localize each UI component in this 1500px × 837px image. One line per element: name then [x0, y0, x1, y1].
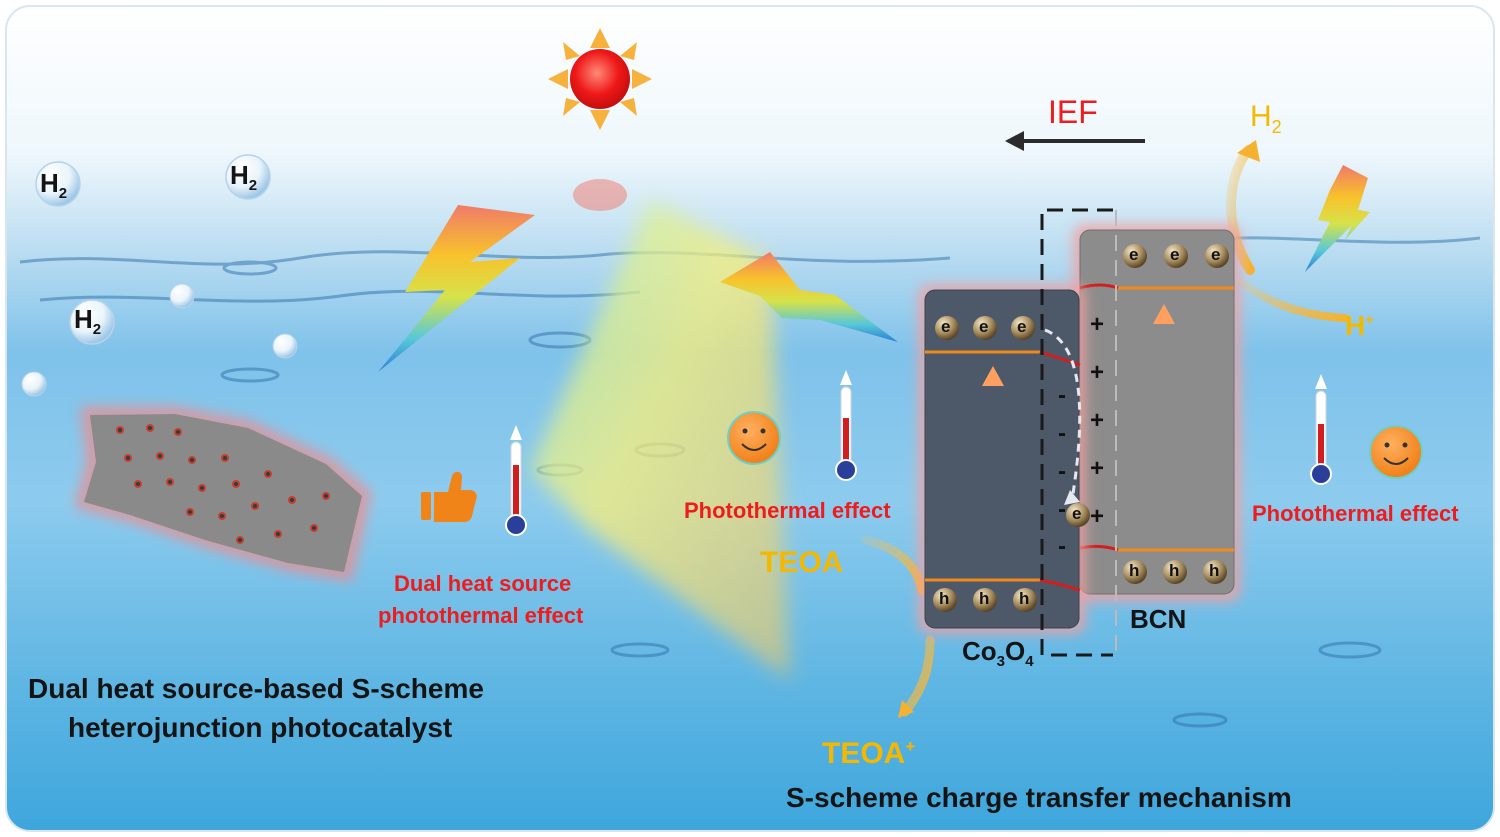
- thumbs-up-icon: [421, 471, 477, 522]
- ief-label: IEF: [1048, 94, 1098, 130]
- lightning-icon: [720, 252, 898, 342]
- plus-charge: +: [1090, 455, 1105, 482]
- h-plus-label: H+: [1345, 310, 1374, 341]
- minus-charge: -: [1058, 496, 1066, 523]
- co3o4-holes: [933, 588, 1037, 612]
- h2-bubble-icon: [35, 161, 81, 207]
- h2-bubble-label: H2: [74, 304, 102, 339]
- left-title-line-1: Dual heat source-based S-scheme: [28, 673, 484, 704]
- plus-charge: +: [1090, 503, 1105, 530]
- small-bubble: [272, 333, 298, 359]
- thermometer-icon: [505, 425, 527, 536]
- minus-charge: -: [1058, 533, 1066, 560]
- bcn-label: BCN: [1130, 604, 1187, 634]
- h2-bubble-label: H2: [230, 160, 258, 195]
- electron-label: e: [1129, 245, 1139, 264]
- light-beam: [530, 200, 790, 680]
- right-title: S-scheme charge transfer mechanism: [786, 782, 1292, 813]
- teoa-plus-arrow: [900, 635, 935, 717]
- plus-charge: +: [1090, 311, 1105, 338]
- h2-bubble-icon: [225, 154, 271, 200]
- interface-dashed-line: [1040, 208, 1113, 657]
- photothermal-effect-right: Photothermal effect: [1252, 501, 1459, 526]
- hole-label: h: [1129, 561, 1140, 580]
- plus-charge: +: [1090, 359, 1105, 386]
- h2-bubble-icon: [69, 299, 115, 345]
- photocatalyst-sheet-icon: [74, 406, 372, 582]
- teoa-plus-label: TEOA+: [822, 737, 916, 770]
- electron-label: e: [1072, 504, 1082, 523]
- sun-icon: [548, 28, 652, 211]
- photothermal-effect-middle: Photothermal effect: [684, 498, 891, 523]
- recombination-arrow: [1044, 328, 1082, 501]
- sun-reflection: [573, 179, 627, 211]
- plus-charge: +: [1090, 407, 1105, 434]
- dual-heat-source-label-2: photothermal effect: [378, 603, 584, 628]
- small-bubble: [21, 371, 47, 397]
- co3o4-electrons: [935, 316, 1090, 527]
- electron-label: e: [941, 317, 951, 336]
- hole-label: h: [1019, 589, 1030, 608]
- h2-bubble-label: H2: [40, 168, 68, 203]
- small-bubble: [169, 283, 195, 309]
- h2-product-label: H2: [1250, 100, 1282, 137]
- hole-label: h: [939, 589, 950, 608]
- h-plus-arrow: [1238, 278, 1349, 322]
- bcn-holes: [1123, 560, 1227, 584]
- dual-heat-source-label-1: Dual heat source: [394, 571, 572, 596]
- left-title-line-2: heterojunction photocatalyst: [68, 712, 453, 743]
- electron-label: e: [1170, 245, 1180, 264]
- h2-evolution-arrow: [1226, 145, 1255, 275]
- minus-charge: -: [1058, 382, 1066, 409]
- electron-label: e: [1017, 317, 1027, 336]
- smiley-icon: [1369, 425, 1423, 479]
- teoa-label: TEOA: [760, 546, 844, 579]
- lightning-icon: [378, 205, 535, 372]
- thermometer-icon: [1310, 374, 1332, 485]
- electron-label: e: [979, 317, 989, 336]
- co3o4-panel: [924, 289, 1080, 629]
- electron-label: e: [1211, 245, 1221, 264]
- ief-arrow: [1005, 131, 1145, 151]
- lightning-icon: [1305, 165, 1370, 272]
- thermometer-icon: [835, 370, 857, 481]
- hole-label: h: [1209, 561, 1220, 580]
- minus-charge: -: [1058, 458, 1066, 485]
- co3o4-label: Co3O4: [962, 636, 1034, 671]
- minus-charge: -: [1058, 420, 1066, 447]
- hole-label: h: [979, 589, 990, 608]
- smiley-icon: [727, 411, 781, 465]
- hole-label: h: [1169, 561, 1180, 580]
- bcn-electrons: [1123, 244, 1229, 268]
